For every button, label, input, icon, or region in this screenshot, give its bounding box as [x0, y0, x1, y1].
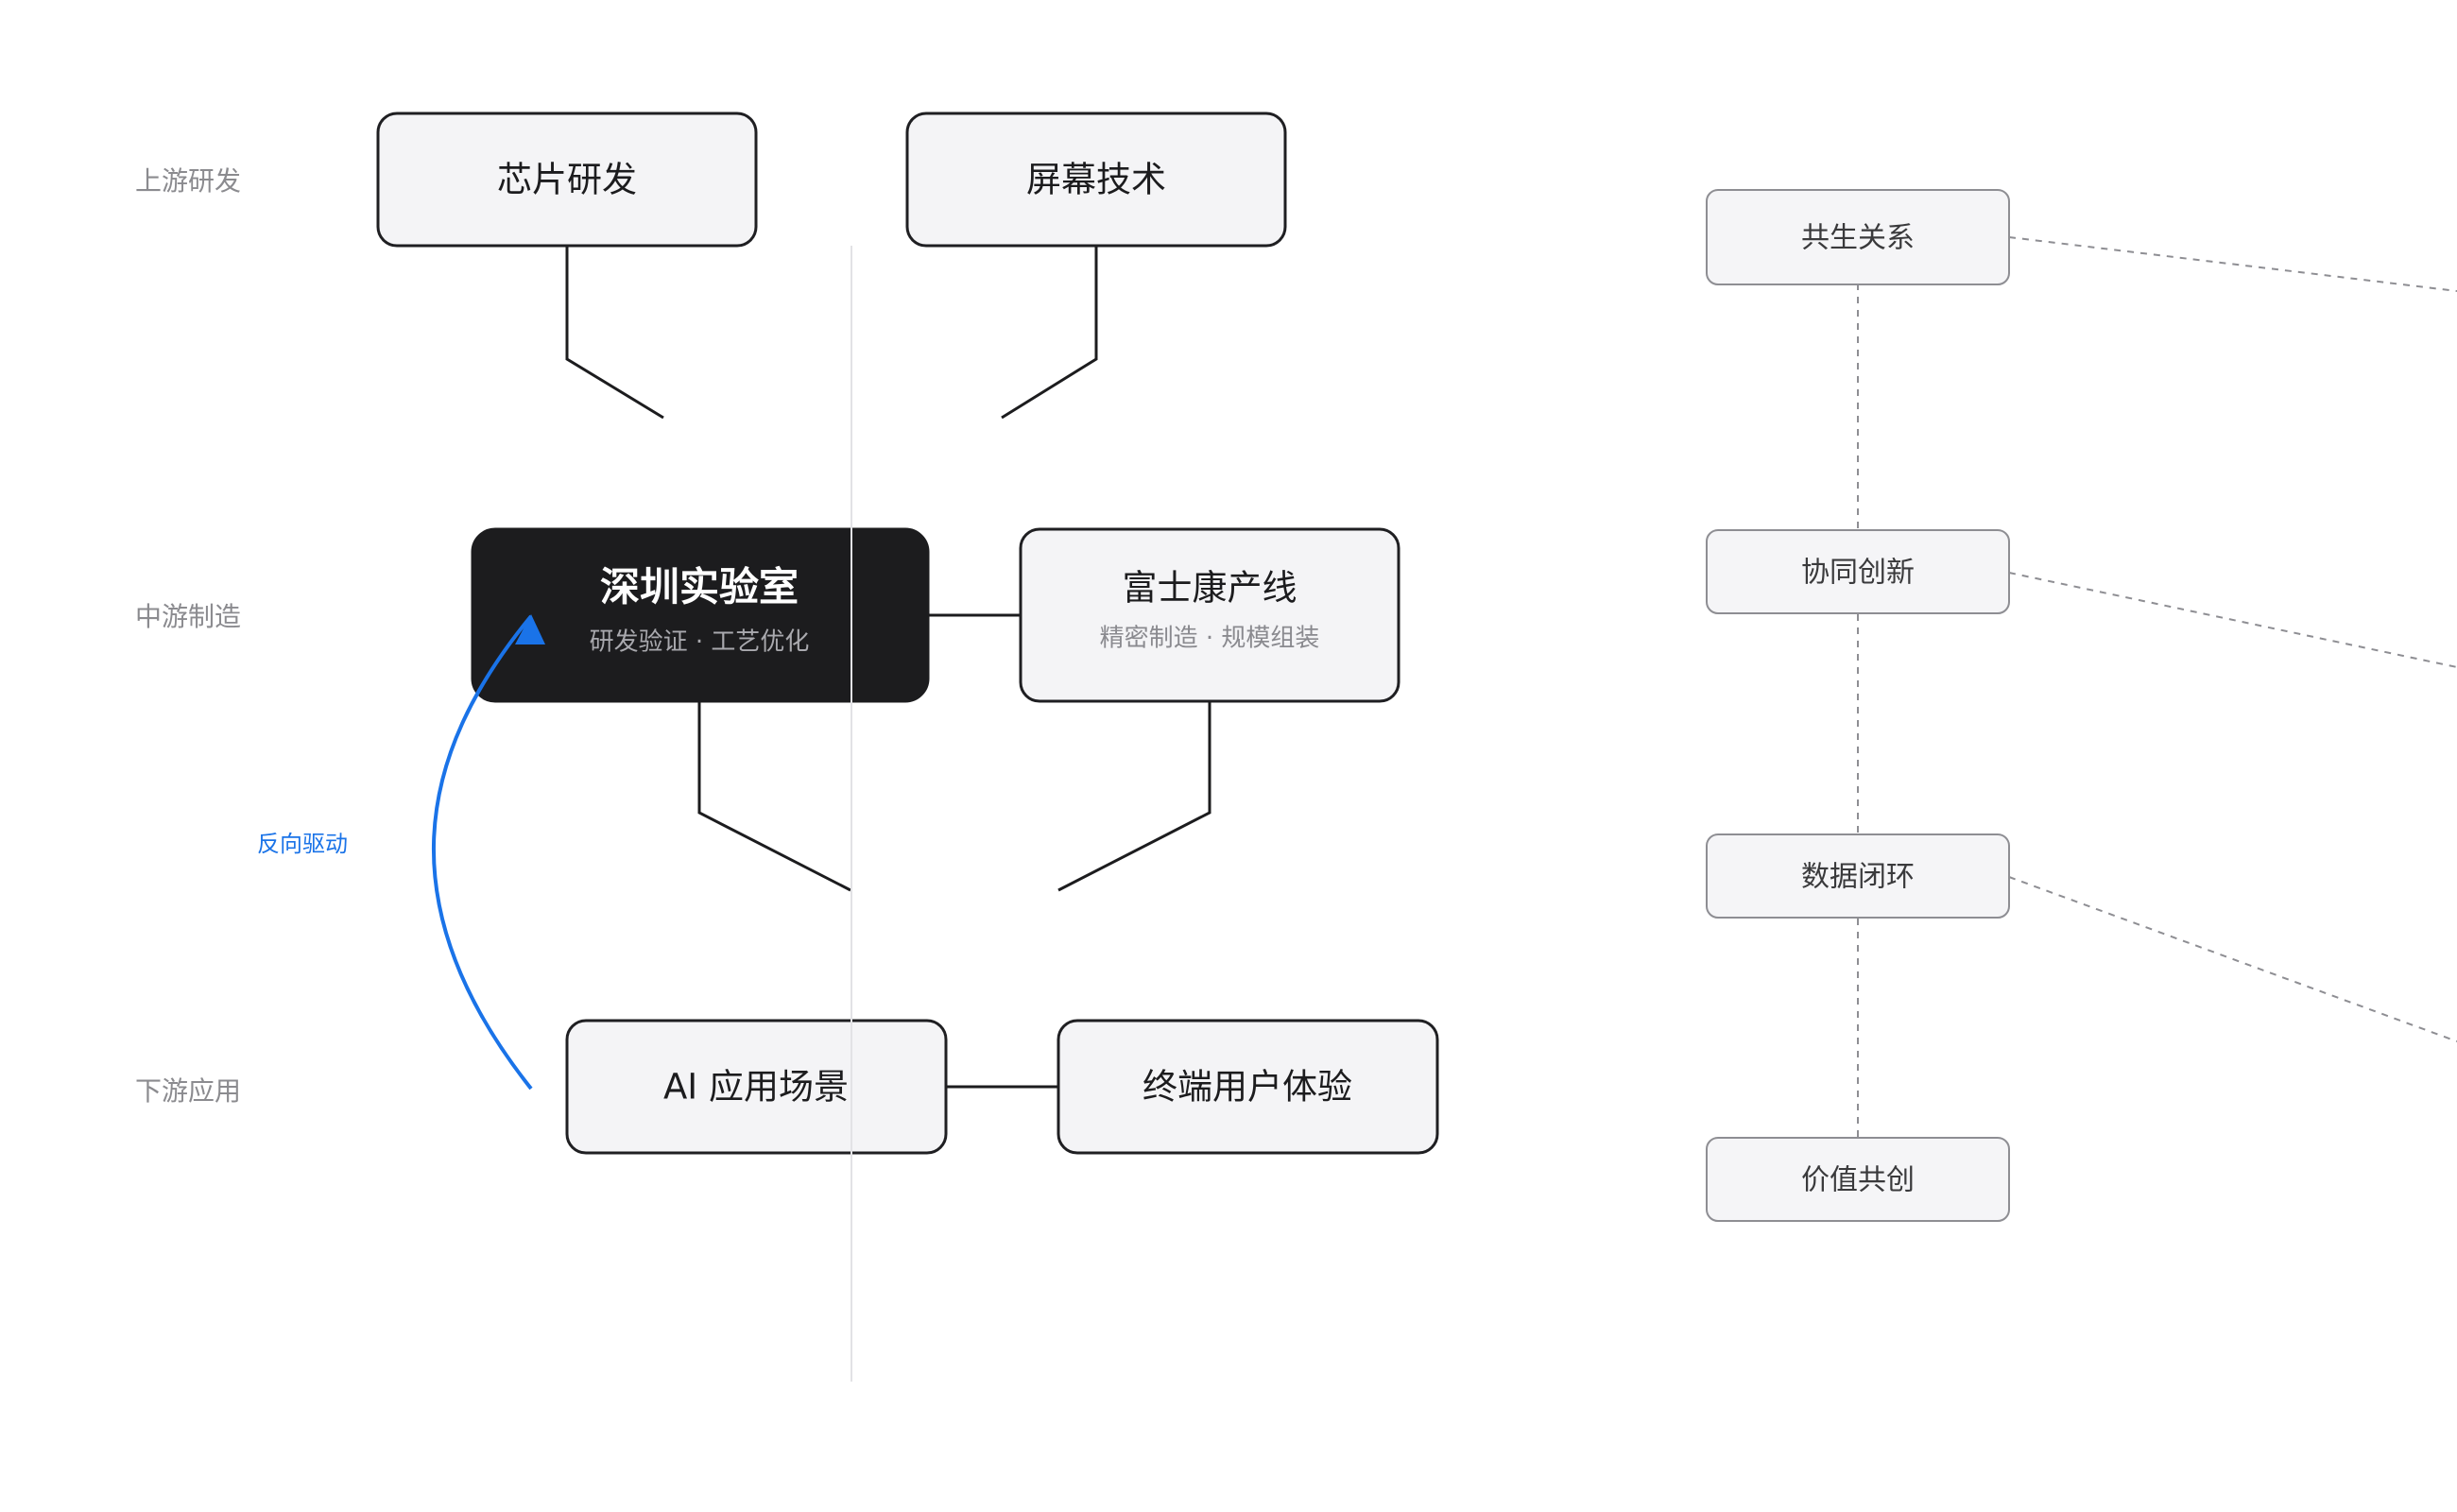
node-foxconn-line-title: 富士康产线: [1123, 568, 1297, 609]
node-shenzhen-lab[interactable]: 深圳实验室 研发验证 · 工艺优化: [471, 527, 930, 703]
feedback-label: 反向驱动: [257, 831, 348, 857]
relation-item-value-co-creation[interactable]: 价值共创: [1706, 1137, 2010, 1222]
node-end-user[interactable]: 终端用户体验: [1057, 1019, 1439, 1155]
relation-item-value-co-creation-box: [1706, 1137, 2010, 1222]
relation-item-symbiosis-label: 共生关系: [1801, 222, 1915, 255]
relation-item-symbiosis-box: [1706, 189, 2010, 285]
relation-item-co-innovation-box: [1706, 529, 2010, 614]
relation-item-data-loop[interactable]: 数据闭环: [1706, 833, 2010, 919]
node-shenzhen-lab-box: [471, 527, 930, 703]
stage-label-midstream: 中游制造: [135, 601, 241, 632]
node-end-user-title: 终端用户体验: [1143, 1067, 1352, 1108]
node-ai-scenarios-title: AI 应用场景: [663, 1067, 849, 1108]
node-screen-tech-box: [905, 112, 1287, 248]
connector-foxconn-down: [1057, 701, 1211, 892]
relations-column: 共生关系 协同创新 数据闭环 价值共创: [1706, 189, 2457, 1222]
connector-chip-to-center: [565, 246, 664, 420]
relation-item-symbiosis[interactable]: 共生关系: [1706, 189, 2010, 285]
feedback-curve: [431, 614, 533, 1091]
relation-item-value-co-creation-label: 价值共创: [1801, 1164, 1915, 1197]
node-foxconn-line-subtitle: 精密制造 · 规模组装: [1100, 625, 1320, 653]
node-ai-scenarios[interactable]: AI 应用场景: [565, 1019, 948, 1155]
node-shenzhen-lab-title: 深圳实验室: [600, 564, 799, 610]
stage-label-downstream: 下游应用: [135, 1075, 241, 1107]
relation-item-co-innovation-label: 协同创新: [1801, 557, 1915, 590]
relation-item-data-loop-label: 数据闭环: [1801, 861, 1915, 894]
relation-link-1: [2008, 236, 2457, 292]
relation-item-co-innovation[interactable]: 协同创新: [1706, 529, 2010, 614]
node-end-user-box: [1057, 1019, 1439, 1155]
stage-label-upstream: 上游研发: [135, 165, 241, 197]
relation-item-data-loop-box: [1706, 833, 2010, 919]
relation-link-3: [2008, 876, 2457, 1042]
connector-lab-down: [697, 701, 851, 892]
node-foxconn-line-box: [1019, 527, 1400, 703]
node-chip-rd[interactable]: 芯片研发: [376, 112, 758, 248]
relation-link-2: [2008, 572, 2457, 668]
node-chip-rd-title: 芯片研发: [497, 160, 637, 200]
node-screen-tech[interactable]: 屏幕技术: [905, 112, 1287, 248]
node-shenzhen-lab-subtitle: 研发验证 · 工艺优化: [590, 628, 810, 657]
node-foxconn-line[interactable]: 富士康产线 精密制造 · 规模组装: [1019, 527, 1400, 703]
feedback-arrow: 反向驱动: [257, 614, 545, 1091]
node-chip-rd-box: [376, 112, 758, 248]
connector-lines: [565, 246, 1211, 1089]
connector-screen-to-center: [1001, 246, 1098, 420]
node-screen-tech-title: 屏幕技术: [1026, 160, 1166, 200]
feedback-arrowhead: [515, 614, 545, 644]
